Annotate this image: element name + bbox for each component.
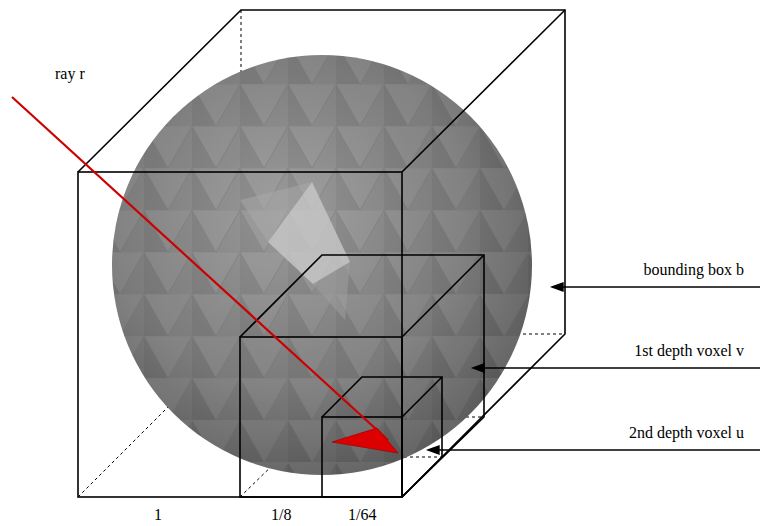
hidden-edges [78,10,565,497]
box-label: bounding box b [644,262,744,278]
voxel-label: 1st depth voxel v [634,343,744,359]
hit-triangle [332,428,398,453]
ray-label: ray r [55,66,85,82]
dimension-label: 1 [154,507,162,523]
ray-line [12,97,388,440]
voxel-edges [78,10,565,497]
leader-arrows [428,283,760,454]
voxel-label: 2nd depth voxel u [629,425,744,441]
dimension-label: 1/8 [271,507,291,523]
dimension-label: 1/64 [348,507,376,523]
